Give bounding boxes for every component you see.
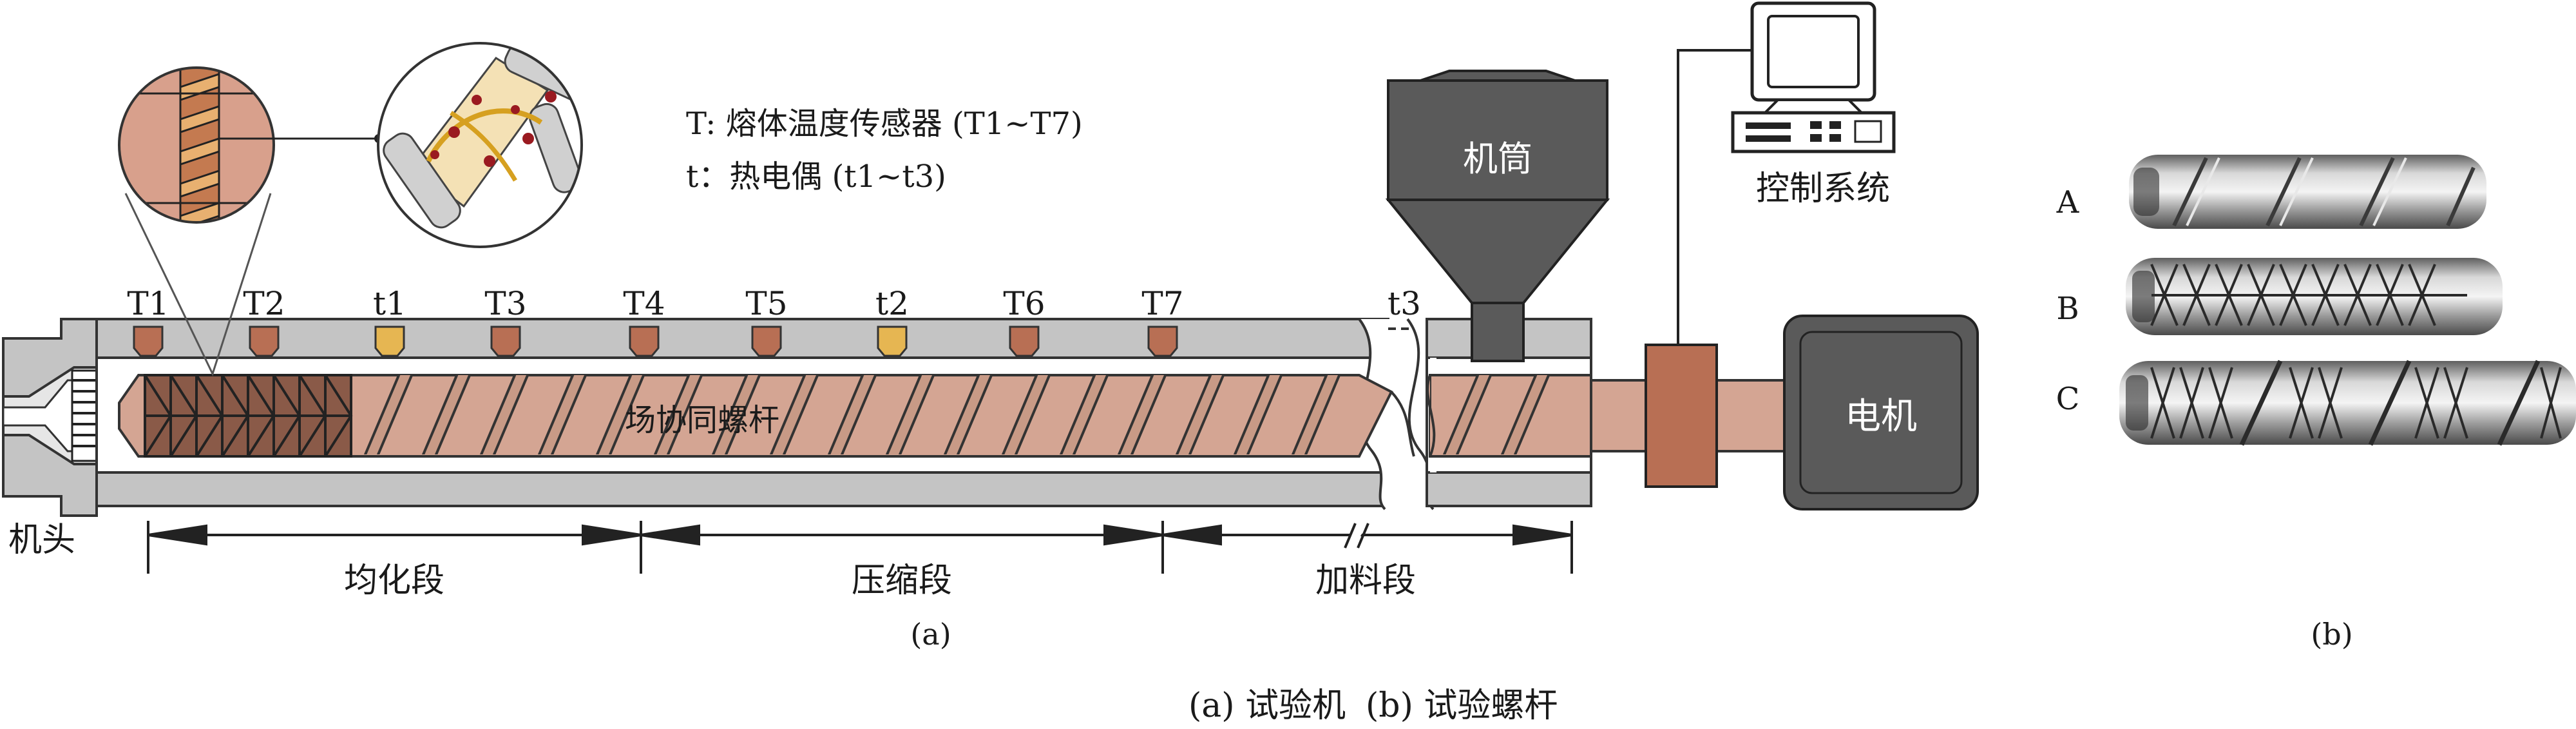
screw-C-photo (2119, 360, 2576, 446)
die-head (2, 318, 98, 517)
screw: 场协同螺杆 (118, 374, 1786, 458)
legend-line-1: T: 熔体温度传感器 (T1~T7) (686, 106, 1083, 142)
panel-b-label: (b) (2311, 617, 2352, 652)
section-compression: 压缩段 (852, 561, 952, 600)
motor-label: 电机 (1845, 396, 1917, 438)
sensor-T2: T2 (243, 285, 285, 357)
screw-B-label: B (2056, 291, 2079, 327)
hopper: 机筒 (1385, 70, 1610, 362)
sensor-T7: T7 (1141, 285, 1184, 357)
figure-caption: (a) 试验机 (b) 试验螺杆 (1188, 686, 1558, 725)
caption-b: (b) 试验螺杆 (1366, 686, 1558, 725)
die-label: 机头 (8, 521, 75, 559)
zoom-flow-field (378, 43, 582, 247)
section-feeding: 加料段 (1315, 561, 1416, 600)
sensor-T5: T5 (745, 285, 788, 357)
section-dimensions (147, 521, 1573, 574)
sensor-label: t2 (875, 285, 909, 322)
melt-temp-sensor-icon (1009, 326, 1040, 357)
thermocouple-icon (877, 326, 908, 357)
sensor-label: t1 (373, 285, 406, 322)
sensor-T4: T4 (623, 285, 665, 357)
sensor-label: T6 (1003, 285, 1045, 322)
screw-C-label: C (2056, 381, 2080, 417)
mixing-elements (144, 374, 353, 458)
screw-flights (363, 374, 1551, 454)
sensor-T3: T3 (484, 285, 527, 357)
screw-A-label: A (2056, 184, 2080, 220)
sensor-T1: T1 (127, 285, 169, 357)
motor: 电机 (1783, 315, 1979, 510)
melt-temp-sensor-icon (629, 326, 660, 357)
sensor-row: T1 T2 t1 T3 T4 T5 t2 T6 T7 t3 (127, 285, 1421, 357)
sensor-label: t3 (1388, 285, 1421, 322)
caption-a: (a) 试验机 (1188, 686, 1346, 725)
sensor-label: T2 (243, 285, 285, 322)
panel-a-label: (a) (910, 617, 951, 652)
melt-temp-sensor-icon (1147, 326, 1178, 357)
sensor-t2: t2 (875, 285, 909, 357)
melt-temp-sensor-icon (133, 326, 164, 357)
sensor-label: T7 (1141, 285, 1183, 322)
sensor-label: T3 (484, 285, 526, 322)
gearbox (1645, 344, 1718, 488)
section-homogenizing: 均化段 (344, 561, 444, 600)
legend-line-2: t：热电偶 (t1~t3) (686, 159, 946, 195)
sensor-t1: t1 (373, 285, 406, 357)
control-system: 控制系统 (1645, 1, 1896, 488)
thermocouple-icon (374, 326, 405, 357)
screw-A-photo (2129, 155, 2486, 229)
sensor-t3: t3 (1388, 285, 1421, 322)
sensor-legend: T: 熔体温度传感器 (T1~T7) t：热电偶 (t1~t3) (686, 106, 1083, 195)
melt-temp-sensor-icon (249, 326, 280, 357)
screw-label: 场协同螺杆 (625, 402, 779, 438)
melt-temp-sensor-icon (751, 326, 782, 357)
computer-icon (1731, 1, 1896, 153)
sensor-label: T4 (623, 285, 665, 322)
test-screws-panel: A B C (2056, 155, 2576, 652)
melt-temp-sensor-icon (490, 326, 521, 357)
sensor-T6: T6 (1003, 285, 1045, 357)
breaker-plate (71, 369, 98, 462)
sensor-label: T5 (745, 285, 787, 322)
control-label: 控制系统 (1756, 170, 1890, 208)
screw-B-photo (2126, 258, 2503, 335)
hopper-label: 机筒 (1463, 139, 1532, 179)
sensor-label: T1 (127, 285, 169, 322)
